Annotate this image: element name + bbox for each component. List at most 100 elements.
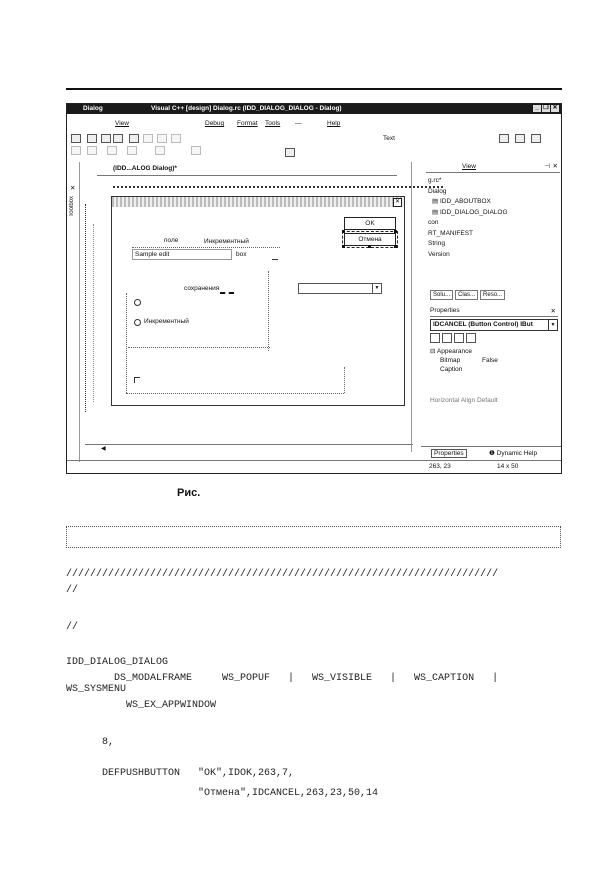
code-line: ////////////////////////////////////////…	[66, 569, 499, 580]
new-file-icon[interactable]	[71, 134, 81, 143]
open-icon[interactable]	[87, 134, 97, 143]
dialog-titlebar	[112, 197, 404, 207]
menu-debug[interactable]: Debug	[205, 120, 225, 127]
grid-icon[interactable]	[155, 146, 165, 155]
property-object-selector[interactable]: IDCANCEL (Button Control) IBut ▼	[430, 319, 558, 331]
properties-icon[interactable]	[454, 333, 464, 343]
resize-handle[interactable]	[342, 230, 345, 233]
copy-icon[interactable]	[143, 134, 153, 143]
tab-properties[interactable]: Properties	[431, 449, 467, 458]
resize-handle[interactable]	[394, 230, 397, 233]
close-icon[interactable]: ✕	[393, 198, 402, 207]
test-dialog-label[interactable]: Text	[383, 135, 395, 142]
group-bottom-line	[128, 347, 270, 348]
menu-view[interactable]: View	[115, 120, 129, 127]
resize-handle[interactable]	[342, 245, 345, 248]
scroll-left-icon[interactable]: ◀	[101, 446, 106, 452]
window-title: Visual C++ [design] Dialog.rc (IDD_DIALO…	[151, 105, 342, 112]
section-label: Appearance	[436, 348, 472, 355]
undo-icon[interactable]	[171, 134, 181, 143]
events-icon[interactable]	[466, 333, 476, 343]
resize-handle[interactable]	[394, 245, 397, 248]
menu-bar: View Debug Format Tools — Help	[67, 120, 561, 129]
tab-solution[interactable]: Solu...	[430, 290, 454, 300]
property-key: Bitmap	[440, 357, 461, 364]
minimize-icon[interactable]: _	[533, 105, 541, 112]
toolbar	[67, 132, 561, 158]
close-icon[interactable]: ✕	[70, 185, 76, 192]
radio-option-2-label: Инкрементный	[144, 318, 189, 325]
property-row[interactable]: Bitmap False	[430, 356, 548, 365]
menu-help[interactable]: Help	[327, 120, 341, 127]
restore-icon[interactable]: ❐	[542, 105, 550, 112]
chevron-down-icon[interactable]: ▼	[548, 320, 557, 330]
align-left-icon[interactable]	[87, 146, 97, 155]
close-icon[interactable]: ✕	[551, 105, 559, 112]
align-top-icon[interactable]	[127, 146, 137, 155]
dialog-design-surface[interactable]: ✕ OK Отмена поле Инкрементный Sample edi…	[111, 196, 405, 406]
size-icon[interactable]	[191, 146, 201, 155]
tree-item[interactable]: con	[428, 219, 439, 226]
combo-box[interactable]: ▼	[298, 283, 382, 294]
frame-bottom-line	[126, 393, 344, 394]
ok-button[interactable]: OK	[344, 217, 396, 230]
sample-edit-field[interactable]: Sample edit	[132, 249, 232, 260]
tree-item[interactable]: Version	[428, 250, 450, 258]
chevron-down-icon[interactable]: ▼	[372, 284, 381, 293]
label-incremental: Инкрементный	[204, 238, 249, 245]
code-line: IDD_DIALOG_DIALOG	[66, 657, 169, 668]
spin-icon[interactable]	[272, 253, 278, 260]
tab-properties-label: Properties	[434, 450, 464, 457]
tree-item[interactable]: String	[428, 240, 445, 247]
close-icon[interactable]: ✕	[550, 308, 556, 315]
close-icon[interactable]: ✕	[552, 163, 558, 170]
property-value[interactable]: False	[482, 357, 498, 364]
menu-tools[interactable]: Tools	[265, 120, 281, 127]
group-top-line	[132, 247, 280, 248]
tab-dynamic-help[interactable]: ❶ Dynamic Help	[489, 449, 537, 457]
tree-item[interactable]: Dialog	[428, 187, 447, 195]
tab-class[interactable]: Clas...	[455, 290, 479, 300]
save-icon[interactable]	[101, 134, 111, 143]
guides-icon[interactable]	[285, 148, 295, 157]
tab-resource[interactable]: Reso...	[480, 290, 506, 300]
pin-icon[interactable]: ⊣	[544, 163, 550, 170]
property-section[interactable]: ⊟ Appearance	[430, 347, 548, 356]
property-row[interactable]: Caption	[430, 365, 548, 374]
bottom-panel-tabs: Properties ❶ Dynamic Help	[421, 446, 561, 459]
menu-format[interactable]: Format	[237, 120, 258, 127]
resource-view-header: View ⊣ ✕	[426, 162, 560, 173]
code-line: 8,	[66, 737, 115, 748]
tree-item[interactable]: ▤ IDD_DIALOG_DIALOG	[428, 208, 508, 219]
radio-option-2[interactable]	[134, 319, 141, 326]
resource-tree: g.rc* Dialog ▤ IDD_ABOUTBOX ▤ IDD_DIALOG…	[428, 176, 508, 260]
save-all-icon[interactable]	[113, 134, 123, 143]
cut-icon[interactable]	[129, 134, 139, 143]
resize-handle[interactable]	[368, 245, 371, 248]
paste-icon[interactable]	[157, 134, 167, 143]
find-icon[interactable]	[499, 134, 509, 143]
code-line: "Отмена",IDCANCEL,263,23,50,14	[66, 788, 379, 799]
menu-separator: —	[295, 120, 302, 127]
radio-option-1[interactable]	[134, 299, 141, 306]
code-line: WS_SYSMENU	[66, 684, 127, 695]
checkbox[interactable]	[134, 377, 140, 383]
vertical-scrollbar[interactable]	[411, 162, 420, 452]
tree-item[interactable]: RT_MANIFEST	[428, 229, 474, 237]
dialog-ruler-left	[85, 204, 86, 412]
group-right-line	[268, 271, 269, 351]
properties-icon[interactable]	[515, 134, 525, 143]
toolbox-label[interactable]: Toolbox	[69, 196, 75, 217]
solution-icon[interactable]	[531, 134, 541, 143]
align-icon[interactable]	[71, 146, 81, 155]
tree-item[interactable]: g.rc*	[428, 177, 442, 184]
collapse-icon[interactable]: ⊟	[430, 348, 436, 355]
code-line: DS_MODALFRAME WS_POPUF | WS_VISIBLE | WS…	[66, 673, 499, 684]
categorized-icon[interactable]	[430, 333, 440, 343]
tab-dialog-editor[interactable]: (IDD...ALOG Dialog)*	[113, 165, 177, 172]
align-right-icon[interactable]	[107, 146, 117, 155]
horizontal-scrollbar[interactable]: ◀	[85, 444, 413, 453]
tree-item[interactable]: ▤ IDD_ABOUTBOX	[428, 197, 508, 208]
alphabetical-icon[interactable]	[442, 333, 452, 343]
ide-screenshot: Dialog Visual C++ [design] Dialog.rc (ID…	[66, 103, 562, 474]
